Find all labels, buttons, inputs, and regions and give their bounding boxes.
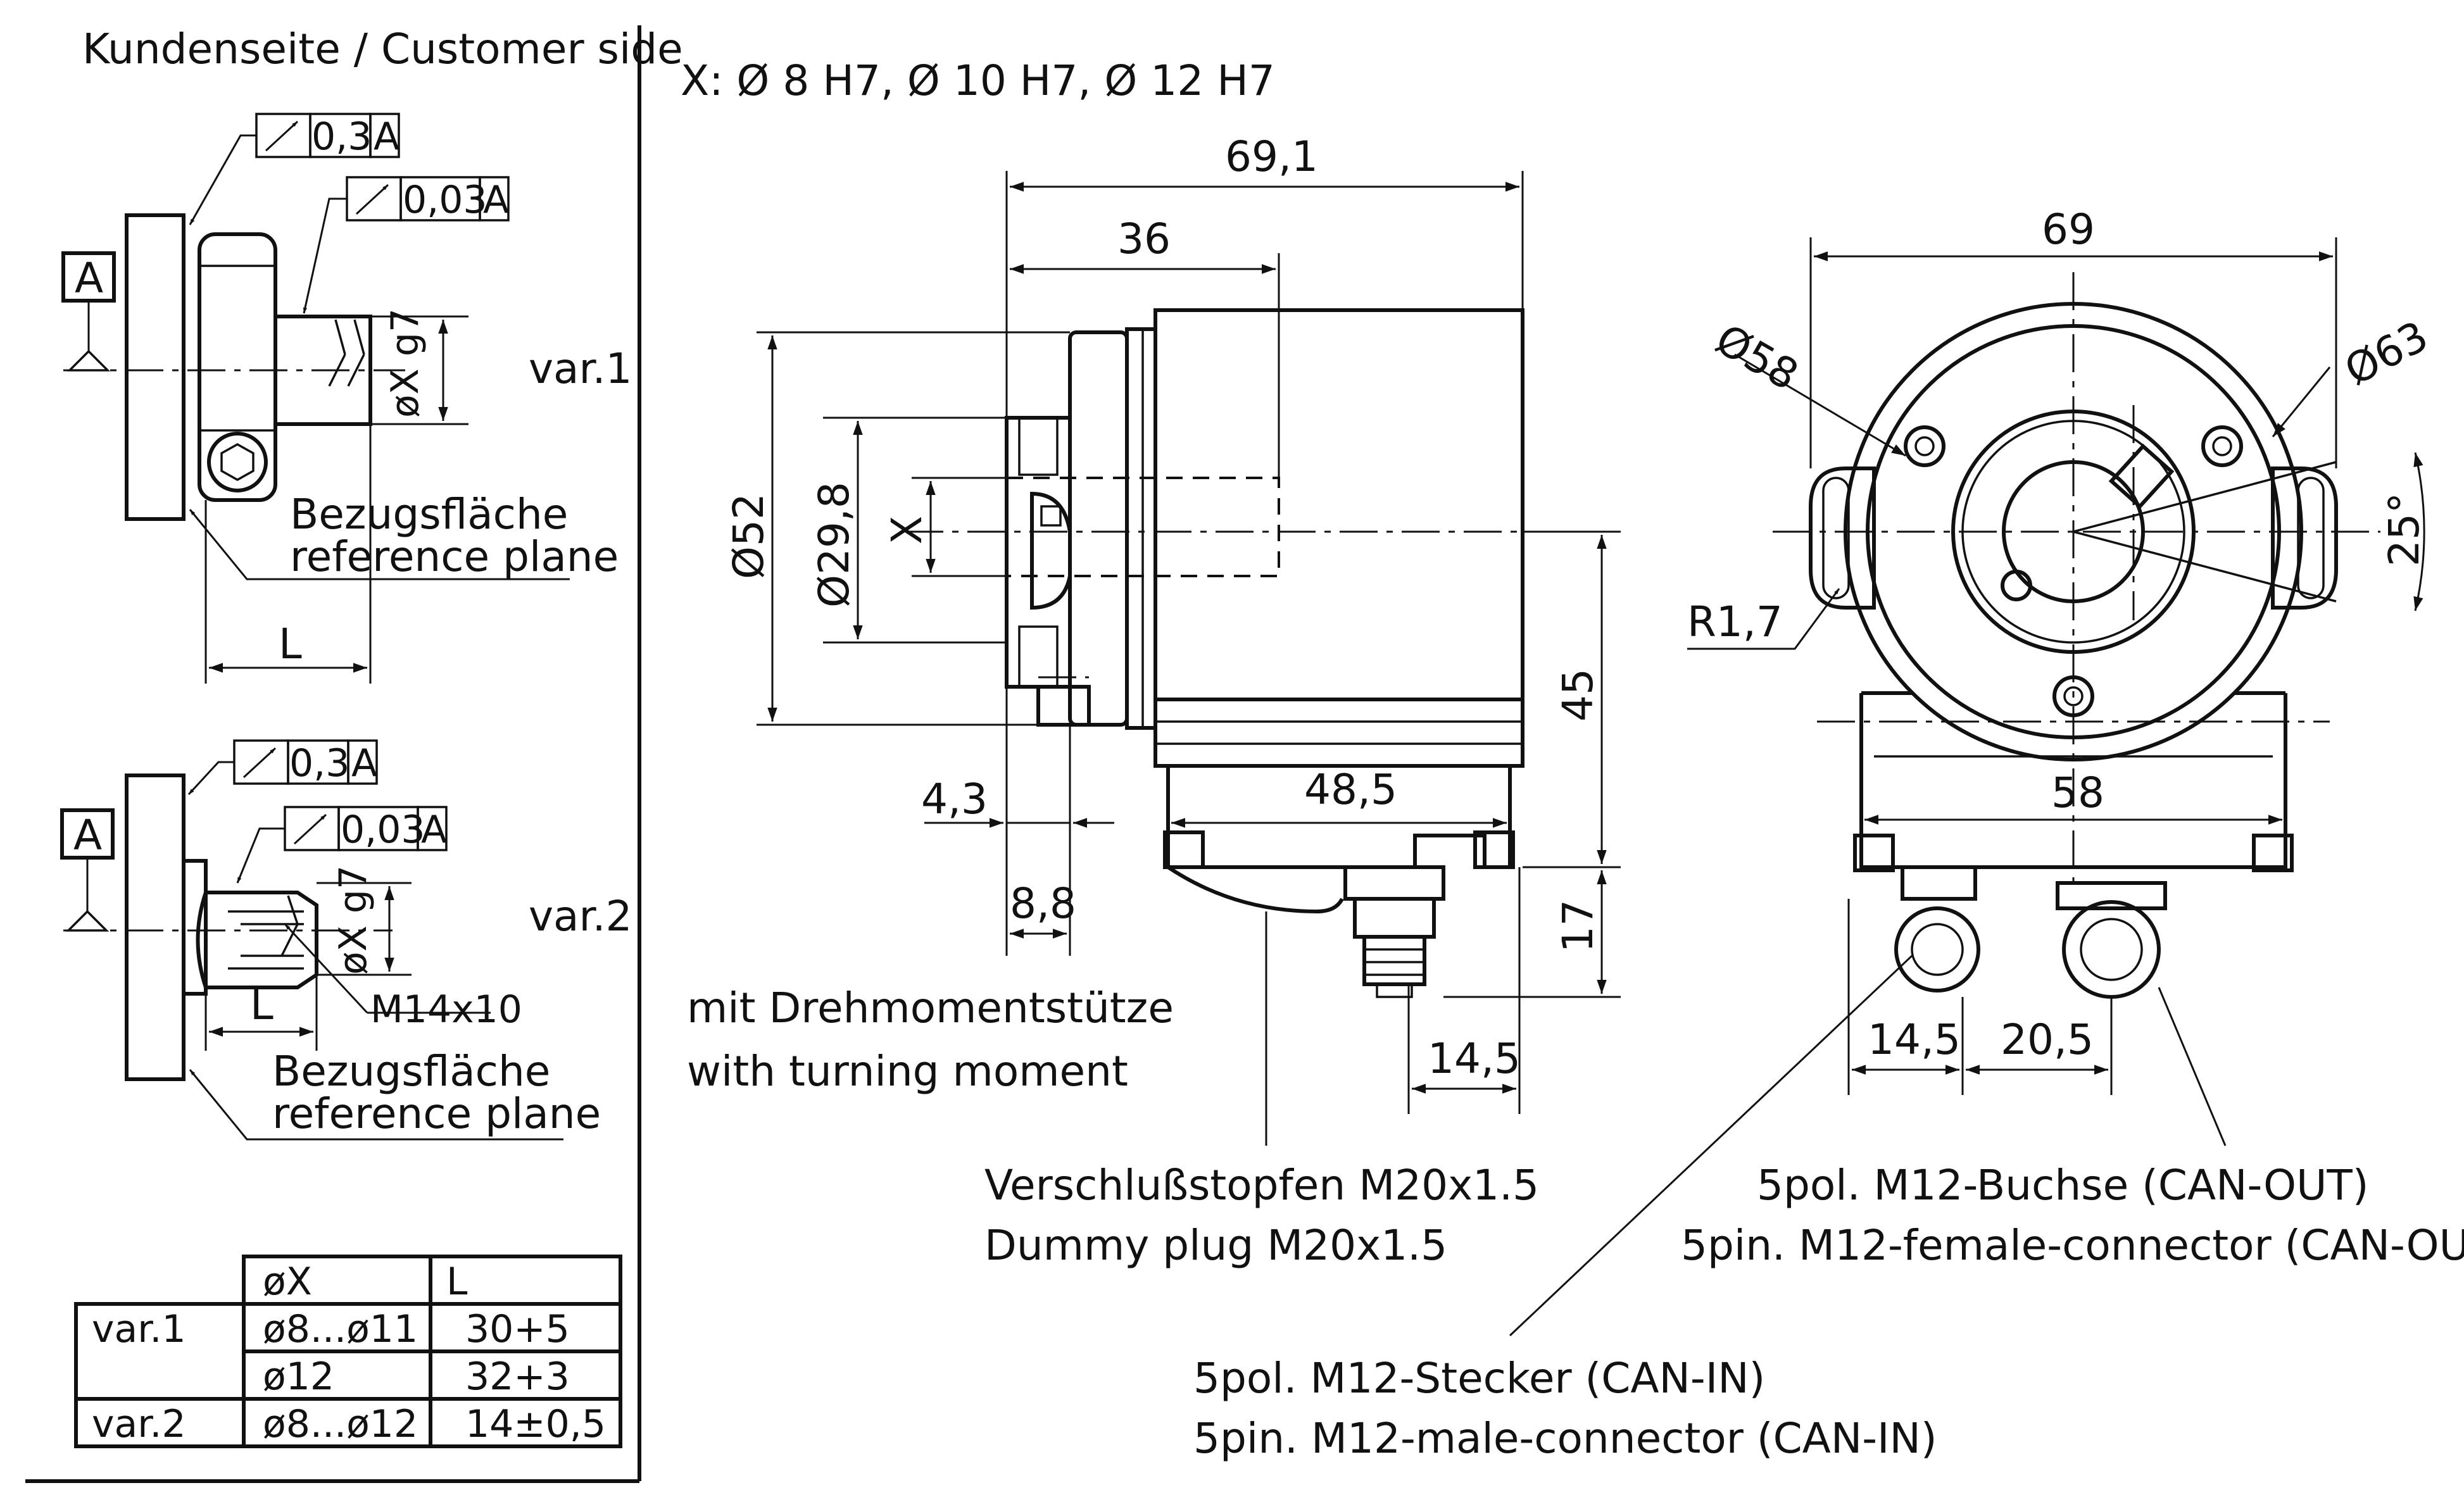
- dim-hub-depth: 36: [1117, 215, 1171, 263]
- dim-flange-width: 8,8: [1010, 879, 1076, 928]
- table-cell: var.2: [92, 1402, 186, 1446]
- female-connector-en: 5pin. M12-female-connector (CAN-OUT): [1681, 1221, 2464, 1270]
- dimension-table: øX L var.1 ø8...ø11 30+5 ø12 32+3 var.2 …: [74, 1255, 622, 1448]
- hub-screw: [1030, 491, 1072, 610]
- screw-icon: [1904, 425, 1945, 467]
- var2-shaft: [196, 891, 318, 989]
- var2-runout-arrow-icon: [242, 747, 277, 779]
- dummy-plug: [1167, 865, 1344, 914]
- dim-conn-offset-1: 14,5: [1868, 1015, 1961, 1064]
- front-male-connector: [1901, 865, 1977, 901]
- dim-connector-width: 14,5: [1428, 1034, 1521, 1083]
- clamp-lever: [2108, 443, 2175, 510]
- var1-datum-label: A: [75, 254, 103, 303]
- var1-runout-shaft-arrow-icon: [355, 184, 389, 215]
- var2-label: var.2: [529, 892, 632, 941]
- var2-runout-shaft-arrow-icon: [293, 813, 327, 845]
- dim-bore-x: X: [883, 516, 931, 544]
- note-torque-de: mit Drehmomentstütze: [687, 984, 1174, 1032]
- table-cell: 30+5: [465, 1307, 570, 1351]
- var1-runout-frame-shaft: 0,03 A: [303, 176, 510, 314]
- var2-drawing: A 0,3 A 0,03 A øX g7 var.2: [60, 739, 632, 1141]
- right-torque-ear: [2271, 466, 2338, 610]
- var1-runout-value: 0,3: [311, 115, 372, 159]
- torque-arm-tab: [1036, 685, 1091, 727]
- var1-runout-shaft-value: 0,03: [403, 178, 487, 222]
- var2-thread: M14x10: [370, 987, 522, 1032]
- var2-runout-shaft-value: 0,03: [341, 808, 425, 852]
- female-connector-leader: [2158, 987, 2227, 1146]
- front-view-drawing: [1773, 272, 2380, 999]
- side-view-dimensions: 69,1 36 Ø52 Ø29,8 X 4,3 8,8 48,5 45 17: [724, 132, 1621, 1114]
- dim-front-width: 69: [2042, 205, 2095, 254]
- dim-connector-height: 17: [1554, 899, 1602, 953]
- x-spec: X: Ø 8 H7, Ø 10 H7, Ø 12 H7: [681, 56, 1275, 105]
- var2-length-dim: L: [250, 980, 273, 1029]
- encoder-flange: [1068, 330, 1129, 727]
- var1-length-dim: L: [279, 620, 302, 668]
- table-header-l: L: [446, 1260, 468, 1304]
- screw-icon: [2201, 425, 2243, 467]
- dim-radius: R1,7: [1687, 598, 1783, 646]
- var2-runout-frame-outer: 0,3 A: [187, 739, 378, 796]
- front-female-connector: [2056, 881, 2167, 910]
- dim-dia-outer: Ø63: [2337, 311, 2436, 395]
- connector-base: [1166, 764, 1512, 869]
- dim-angle: 25°: [2380, 492, 2429, 567]
- var1-runout-frame-outer: 0,3 A: [189, 113, 400, 225]
- var1-shaft-dim: øX g7: [383, 308, 427, 418]
- table-header-dx: øX: [263, 1260, 312, 1304]
- var2-hub: [182, 859, 208, 996]
- var1-ref-de: Bezugsfläche: [290, 490, 568, 539]
- var2-ref-en: reference plane: [272, 1089, 601, 1138]
- table-cell: ø12: [263, 1355, 334, 1399]
- encoder-flange-step: [1125, 327, 1157, 730]
- note-torque-en: with turning moment: [687, 1047, 1128, 1096]
- customer-side-header: Kundenseite / Customer side: [82, 25, 683, 73]
- side-view-drawing: [905, 308, 1583, 998]
- table-cell: ø8...ø11: [263, 1307, 418, 1351]
- table-cell: 32+3: [465, 1355, 570, 1399]
- var2-datum-label: A: [73, 811, 102, 860]
- side-connector: [1343, 865, 1445, 901]
- table-cell: ø8...ø12: [263, 1402, 418, 1446]
- var2-shaft-dim: øX g7: [331, 865, 375, 975]
- male-connector-de: 5pol. M12-Stecker (CAN-IN): [1193, 1354, 1765, 1403]
- var1-drawing: A 0,3 A 0,03 A øX g7 var.1: [61, 113, 632, 684]
- var1-flange: [125, 213, 185, 521]
- dim-connector-span: 48,5: [1304, 765, 1397, 814]
- var1-runout-shaft-datum: A: [483, 178, 509, 222]
- left-torque-ear: [1809, 466, 1876, 610]
- male-connector-leader: [1509, 955, 1913, 1337]
- dim-flange-offset: 4,3: [921, 775, 988, 823]
- dim-dia-body: Ø52: [724, 493, 773, 579]
- panel-frame: [25, 25, 641, 1483]
- var2-runout-shaft-datum: A: [421, 808, 447, 852]
- male-connector-en: 5pin. M12-male-connector (CAN-IN): [1193, 1414, 1937, 1463]
- var2-runout-frame-shaft: 0,03 A: [236, 806, 448, 884]
- dim-base-width: 58: [2051, 768, 2104, 817]
- dim-overall-length: 69,1: [1225, 132, 1318, 181]
- dummy-plug-en: Dummy plug M20x1.5: [984, 1221, 1447, 1270]
- table-cell: var.1: [92, 1307, 186, 1351]
- var2-runout-datum: A: [351, 741, 377, 786]
- hub-clamp: [1005, 416, 1072, 689]
- var1-runout-arrow-icon: [265, 120, 299, 152]
- dim-dia-bore: Ø29,8: [810, 482, 858, 608]
- dim-body-height: 45: [1554, 668, 1602, 722]
- var1-clamp-screw: [207, 432, 268, 492]
- female-connector-de: 5pol. M12-Buchse (CAN-OUT): [1757, 1161, 2368, 1210]
- var2-ref-de: Bezugsfläche: [272, 1047, 550, 1096]
- var1-label: var.1: [529, 344, 632, 393]
- front-view-dimensions: 69 Ø58 Ø63 25° R1,7 58 14,5 20,5: [1687, 205, 2436, 1095]
- var1-ref-en: reference plane: [290, 532, 619, 581]
- var2-runout-value: 0,3: [289, 741, 349, 786]
- table-cell: 14±0,5: [465, 1402, 606, 1446]
- dim-conn-offset-2: 20,5: [2001, 1015, 2094, 1064]
- var2-flange: [125, 773, 185, 1081]
- var1-runout-datum: A: [374, 115, 399, 159]
- dummy-plug-de: Verschlußstopfen M20x1.5: [984, 1161, 1539, 1210]
